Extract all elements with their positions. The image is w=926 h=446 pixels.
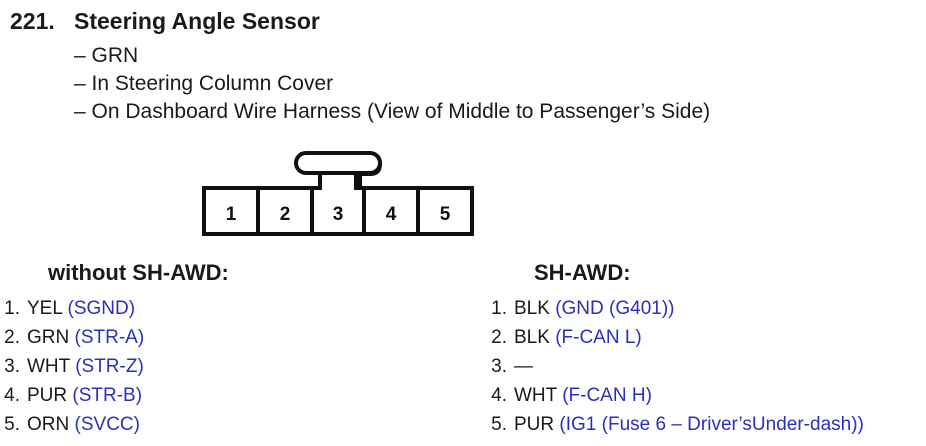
pin-number: 2. (4, 327, 20, 348)
wire-color: PUR (514, 414, 555, 435)
pin-row: 4. PUR (STR-B) (0, 381, 144, 410)
section-heading-without-sh-awd: without SH-AWD: (48, 260, 229, 285)
pin-row: 1. YEL (SGND) (0, 294, 144, 323)
signal-name: (SVCC) (74, 414, 140, 435)
pin-row: 3. — (481, 352, 864, 381)
connector-housing (202, 186, 474, 236)
component-details: – GRN – In Steering Column Cover – On Da… (74, 42, 710, 126)
component-name: Steering Angle Sensor (74, 8, 320, 34)
pin-list-without-sh-awd: 1. YEL (SGND) 2. GRN (STR-A) 3. WHT (STR-Z)… (0, 294, 144, 439)
wire-color: WHT (514, 385, 557, 406)
pin-label-1: 1 (226, 204, 237, 225)
detail-color: – GRN (74, 44, 139, 67)
pin-row: 1. BLK (GND (G401)) (481, 294, 864, 323)
pin-label-4: 4 (386, 204, 397, 225)
pin-row: 3. WHT (STR-Z) (0, 352, 144, 381)
pin-row: 2. GRN (STR-A) (0, 323, 144, 352)
section-heading-sh-awd: SH-AWD: (534, 260, 631, 285)
wire-color: BLK (514, 298, 550, 319)
pin-number: 5. (491, 414, 507, 435)
pin-number: 3. (491, 356, 507, 377)
pin-list-sh-awd: 1. BLK (GND (G401)) 2. BLK (F-CAN L) 3. — 4… (481, 294, 864, 439)
detail-harness: – On Dashboard Wire Harness (View of Mid… (74, 100, 711, 123)
pin-row: 4. WHT (F-CAN H) (481, 381, 864, 410)
signal-name: (STR-B) (72, 385, 143, 406)
signal-name: (GND (G401)) (555, 298, 675, 319)
pin-number: 1. (491, 298, 507, 319)
page-title: 221. Steering Angle Sensor (10, 8, 320, 35)
wire-color: ORN (27, 414, 70, 435)
wire-color: PUR (27, 385, 68, 406)
wire-color: GRN (27, 327, 70, 348)
pin-number: 5. (4, 414, 20, 435)
signal-name: (F-CAN H) (562, 385, 652, 406)
connector-lock-body (294, 151, 382, 175)
detail-location: – In Steering Column Cover (74, 72, 334, 95)
item-number: 221. (10, 8, 55, 34)
pin-number: 2. (491, 327, 507, 348)
pin-row: 2. BLK (F-CAN L) (481, 323, 864, 352)
pin-number: 3. (4, 356, 20, 377)
wire-color: — (514, 356, 533, 377)
connector-lock-gap (322, 184, 354, 192)
pin-row: 5. ORN (SVCC) (0, 410, 144, 439)
pin-label-5: 5 (440, 204, 451, 225)
pin-label-2: 2 (280, 204, 291, 225)
signal-name: (STR-Z) (75, 356, 144, 377)
wire-color: WHT (27, 356, 70, 377)
pin-label-3: 3 (333, 204, 344, 225)
pin-row: 5. PUR (IG1 (Fuse 6 – Driver’sUnder-dash)… (481, 410, 864, 439)
signal-name: (IG1 (Fuse 6 – Driver’sUnder-dash)) (559, 414, 864, 435)
signal-name: (STR-A) (74, 327, 145, 348)
signal-name: (SGND) (67, 298, 136, 319)
connector-diagram: 1 2 3 4 5 (202, 151, 474, 236)
wire-color: YEL (27, 298, 63, 319)
wire-color: BLK (514, 327, 550, 348)
pin-number: 1. (4, 298, 20, 319)
pin-number: 4. (4, 385, 20, 406)
signal-name: (F-CAN L) (555, 327, 642, 348)
pin-number: 4. (491, 385, 507, 406)
